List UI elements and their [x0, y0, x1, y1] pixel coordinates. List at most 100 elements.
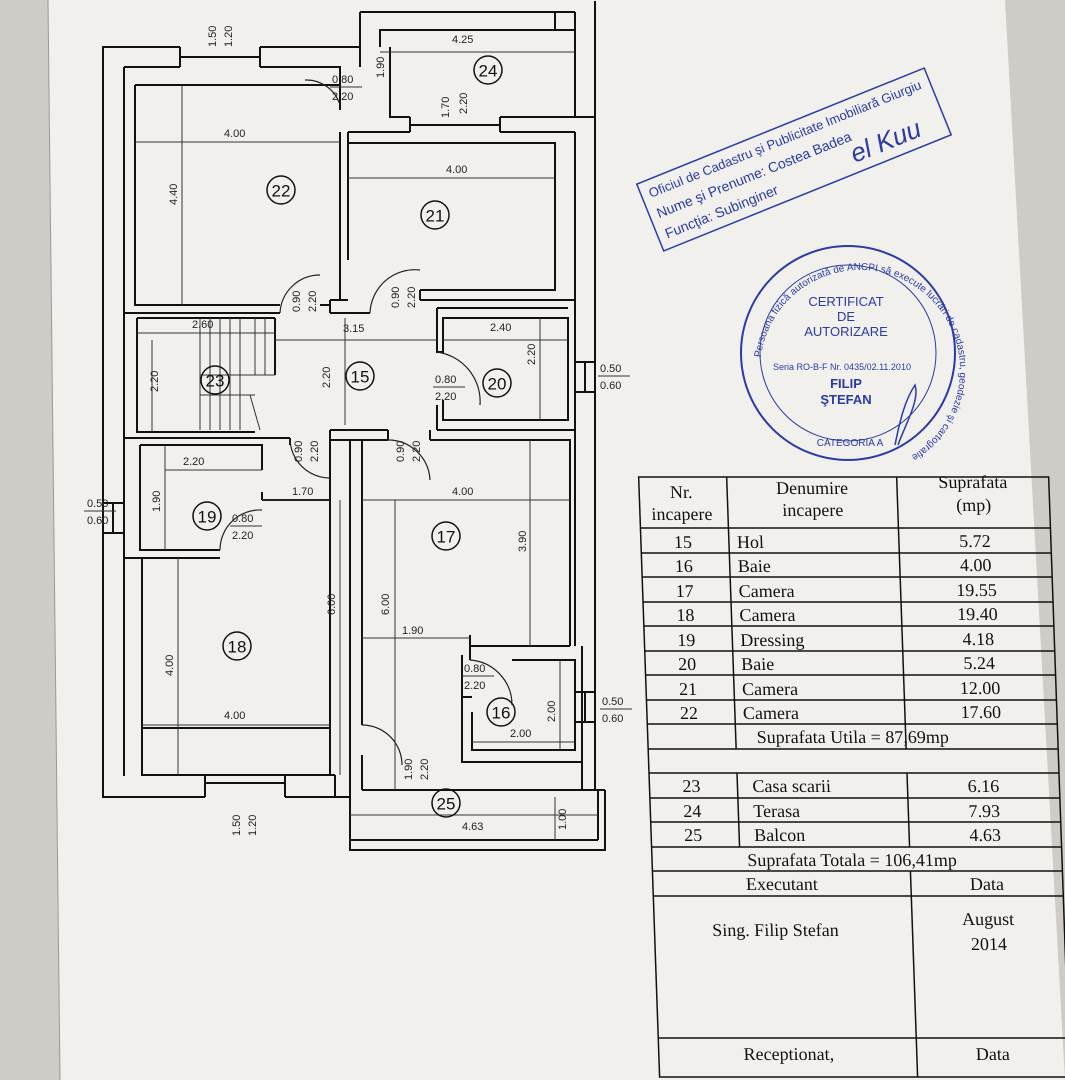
- dim-label: 2.20: [321, 367, 333, 388]
- svg-text:16: 16: [492, 704, 511, 723]
- dim-label: 0.50: [600, 363, 621, 375]
- dim-label: 3.90: [517, 531, 529, 552]
- row-name: Baie: [741, 654, 775, 674]
- stamp-category: CATEGORIA A: [817, 438, 884, 449]
- stamp-serial: Seria RO-B-F Nr. 0435/02.11.2010: [773, 362, 911, 372]
- door-swings: [219, 79, 513, 766]
- dim-label: 2.20: [307, 291, 319, 312]
- dim-label: 0.60: [602, 713, 623, 725]
- executant-name: Sing. Filip Stefan: [712, 920, 839, 940]
- row-name: Camera: [742, 679, 799, 699]
- date-label-2: Data: [975, 1044, 1010, 1064]
- room-24-label: 24: [473, 55, 503, 85]
- cert-line-2: DE: [837, 309, 855, 324]
- row-nr: 23: [682, 776, 701, 796]
- row-area: 5.72: [959, 531, 991, 551]
- room-19-label: 19: [192, 501, 222, 531]
- room-21-label: 21: [420, 200, 450, 230]
- svg-text:23: 23: [206, 372, 225, 391]
- svg-text:25: 25: [437, 795, 456, 814]
- dim-label: 1.00: [557, 809, 569, 830]
- svg-text:20: 20: [488, 375, 507, 394]
- dim-label: 0.60: [87, 515, 108, 527]
- grand-total-area: Suprafata Totala = 106,41mp: [747, 850, 957, 870]
- room-18-label: 18: [222, 631, 252, 661]
- area-table: Nr. incapere Denumire incapere Suprafata…: [637, 472, 1065, 1078]
- dim-label: 4.63: [462, 821, 483, 833]
- row-name: Hol: [737, 532, 765, 552]
- row-nr: 21: [679, 679, 698, 699]
- dim-label: 2.40: [490, 322, 511, 334]
- dim-label: 0.50: [87, 498, 108, 510]
- svg-text:24: 24: [479, 62, 498, 81]
- dim-label: 1.20: [247, 815, 259, 836]
- row-nr: 18: [676, 605, 695, 625]
- svg-text:22: 22: [272, 182, 291, 201]
- dim-label: 2.20: [458, 93, 470, 114]
- dim-label: 3.15: [343, 323, 364, 335]
- date-year: 2014: [971, 934, 1008, 954]
- date-month: August: [962, 909, 1015, 929]
- dimension-lines: [135, 51, 598, 840]
- dim-label: 1.70: [292, 486, 313, 498]
- room-17-label: 17: [431, 521, 461, 551]
- dim-label: 1.50: [207, 26, 219, 47]
- row-name: Casa scarii: [752, 776, 831, 796]
- row-area: 17.60: [960, 702, 1001, 722]
- room-22-label: 22: [266, 175, 296, 205]
- dim-label: 1.90: [375, 57, 387, 78]
- dim-label: 0.60: [600, 380, 621, 392]
- header-nr-2: incapere: [651, 504, 713, 524]
- cert-line-3: AUTORIZARE: [804, 324, 888, 339]
- date-label: Data: [970, 874, 1005, 894]
- dim-label: 2.20: [406, 287, 418, 308]
- svg-text:17: 17: [437, 528, 456, 547]
- header-area: Suprafata: [938, 472, 1008, 492]
- dim-label: 0.90: [390, 287, 402, 308]
- row-area: 4.18: [962, 629, 994, 649]
- dim-label: 2.20: [232, 530, 253, 542]
- row-nr: 16: [674, 556, 693, 576]
- dim-label: 4.25: [452, 34, 473, 46]
- dim-label: 1.90: [402, 625, 423, 637]
- dim-label: 1.70: [440, 97, 452, 118]
- dim-label: 2.60: [192, 319, 213, 331]
- room-15-label: 15: [345, 361, 375, 391]
- dim-label: 0.80: [232, 513, 253, 525]
- dim-label: 2.20: [149, 371, 161, 392]
- row-nr: 19: [677, 630, 696, 650]
- row-area: 6.16: [967, 776, 999, 796]
- dim-label: 1.90: [151, 491, 163, 512]
- row-area: 12.00: [959, 678, 1000, 698]
- stair-treads: [199, 318, 275, 431]
- dim-label: 2.20: [435, 391, 456, 403]
- header-area-2: (mp): [956, 495, 992, 516]
- header-name-2: incapere: [782, 500, 844, 520]
- room-20-label: 20: [482, 368, 512, 398]
- receptionat-label: Receptionat,: [743, 1044, 834, 1064]
- row-area: 4.00: [960, 555, 992, 575]
- svg-text:21: 21: [426, 207, 445, 226]
- row-name: Camera: [738, 581, 795, 601]
- header-nr: Nr.: [670, 482, 693, 502]
- row-nr: 24: [683, 801, 702, 821]
- dim-label: 0.80: [464, 663, 485, 675]
- dim-label: 4.40: [168, 184, 180, 205]
- paper: [48, 0, 1065, 1080]
- dim-label: 2.20: [419, 759, 431, 780]
- row-name: Dressing: [740, 630, 805, 650]
- dim-label: 2.20: [411, 441, 423, 462]
- dim-label: 6.00: [326, 594, 338, 615]
- dim-label: 4.00: [164, 655, 176, 676]
- walls: [102, 1, 606, 851]
- stamp-name-1: FILIP: [830, 376, 862, 391]
- dim-label: 4.00: [452, 486, 473, 498]
- row-name: Camera: [743, 703, 800, 723]
- room-23-label: 23: [200, 365, 230, 395]
- row-nr: 20: [678, 654, 697, 674]
- dim-label: 0.90: [293, 441, 305, 462]
- dim-label: 2.20: [183, 456, 204, 468]
- dim-label: 2.20: [526, 344, 538, 365]
- dim-label: 0.90: [395, 441, 407, 462]
